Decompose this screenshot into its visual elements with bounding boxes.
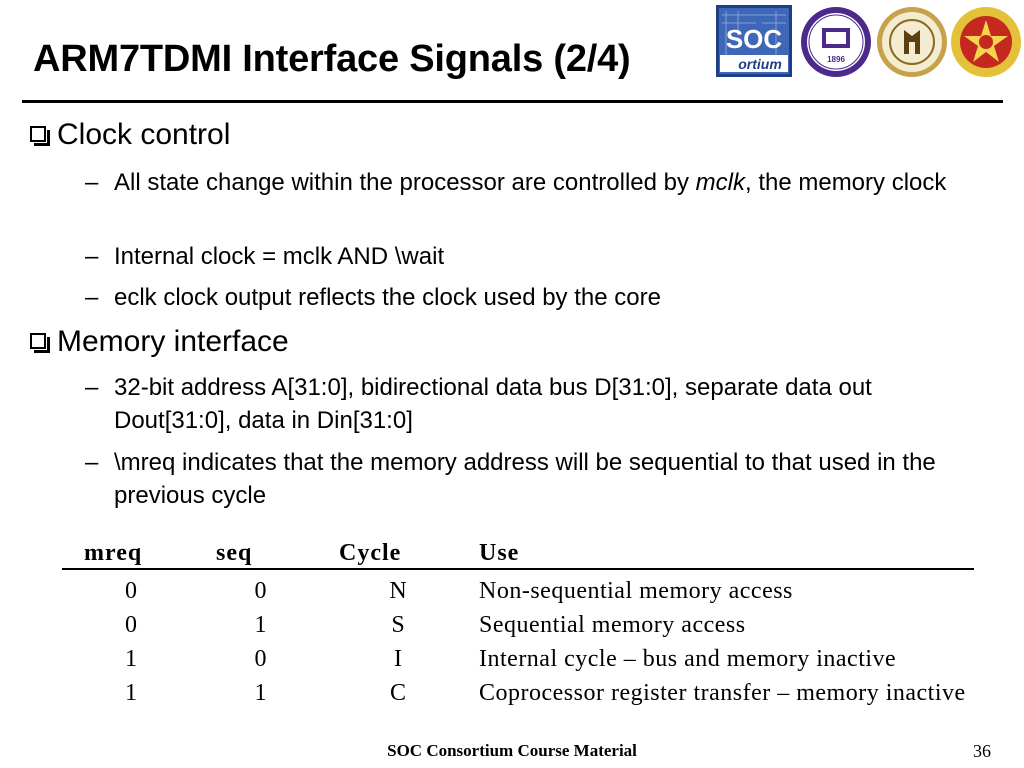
logo-strip: SOC ortium 1896	[714, 3, 1024, 79]
cell-seq: 1	[254, 679, 267, 706]
table-header-row: mreq seq Cycle Use	[62, 538, 974, 570]
cell-mreq: 0	[125, 611, 137, 638]
university-seal-3	[951, 7, 1021, 77]
cell-cycle: N	[389, 577, 407, 604]
cell-cycle: C	[389, 679, 406, 706]
cell-cycle: S	[391, 611, 405, 638]
list-item: – eclk clock output reflects the clock u…	[85, 281, 965, 314]
table-row: 0 0 N Non-sequential memory access	[62, 569, 974, 608]
cell-mreq: 1	[125, 679, 137, 706]
dash-bullet: –	[85, 284, 99, 311]
item-emphasis: mclk	[695, 169, 745, 196]
list-item: – \mreq indicates that the memory addres…	[85, 446, 965, 512]
table-row: 1 1 C Coprocessor register transfer – me…	[62, 676, 974, 710]
university-seal-1: 1896	[801, 7, 871, 77]
soc-consortium-logo: SOC ortium	[716, 5, 792, 77]
cell-mreq: 1	[125, 645, 137, 672]
dash-bullet: –	[85, 374, 99, 401]
cell-use: Internal cycle – bus and memory inactive	[479, 645, 897, 672]
table-row: 1 0 I Internal cycle – bus and memory in…	[62, 642, 974, 676]
col-header-mreq: mreq	[62, 538, 200, 570]
cell-cycle: I	[394, 645, 402, 672]
seal-year: 1896	[827, 55, 845, 64]
section-heading: Clock control	[57, 118, 231, 151]
soc-logo-subtext: ortium	[738, 56, 782, 72]
col-header-cycle: Cycle	[321, 538, 475, 570]
cell-seq: 0	[254, 645, 267, 672]
cell-use: Coprocessor register transfer – memory i…	[479, 679, 966, 706]
item-text: All state change within the processor ar…	[114, 169, 696, 196]
checkbox-bullet-icon	[30, 124, 51, 146]
dash-bullet: –	[85, 243, 99, 270]
col-header-use: Use	[475, 538, 974, 570]
footer-text: SOC Consortium Course Material	[387, 741, 637, 760]
section-memory-interface: Memory interface	[30, 325, 289, 359]
cell-mreq: 0	[125, 577, 137, 604]
dash-bullet: –	[85, 169, 99, 196]
section-heading: Memory interface	[57, 325, 289, 358]
list-item: – Internal clock = mclk AND \wait	[85, 240, 965, 273]
cell-use: Sequential memory access	[479, 611, 746, 638]
col-header-seq: seq	[200, 538, 321, 570]
mreq-seq-cycle-table: mreq seq Cycle Use 0 0 N Non-sequential …	[62, 538, 974, 710]
item-text-cont: , the memory clock	[744, 169, 947, 196]
university-seal-2	[877, 7, 947, 77]
table-row: 0 1 S Sequential memory access	[62, 608, 974, 642]
dash-bullet: –	[85, 449, 99, 476]
cell-use: Non-sequential memory access	[479, 577, 793, 604]
list-item: – All state change within the processor …	[85, 166, 965, 199]
section-clock-control: Clock control	[30, 118, 230, 152]
cell-seq: 1	[254, 611, 267, 638]
soc-logo-text: SOC	[726, 24, 783, 54]
list-item: – 32-bit address A[31:0], bidirectional …	[85, 371, 965, 437]
page-number: 36	[973, 741, 991, 761]
checkbox-bullet-icon	[30, 331, 51, 353]
item-text: Internal clock = mclk AND \wait	[114, 243, 445, 270]
item-text: 32-bit address A[31:0], bidirectional da…	[114, 374, 872, 434]
slide-title: ARM7TDMI Interface Signals (2/4)	[33, 38, 631, 80]
cell-seq: 0	[254, 577, 267, 604]
title-underline	[22, 100, 1003, 103]
item-text: \mreq indicates that the memory address …	[114, 449, 936, 509]
item-text: eclk clock output reflects the clock use…	[114, 284, 661, 311]
